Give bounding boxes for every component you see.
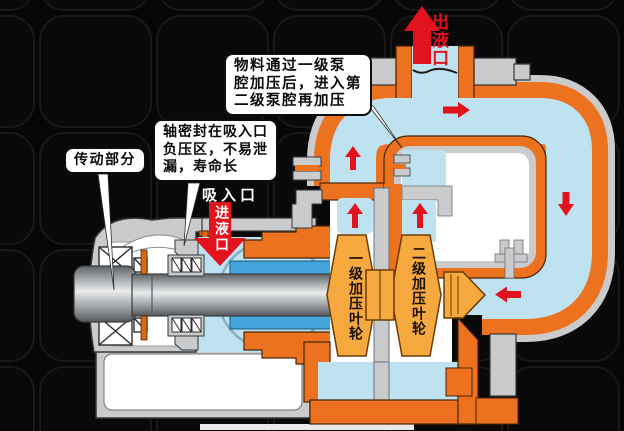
callout-line: 负压区，不易泄 [163,141,268,158]
top-channel-arrow [443,102,470,118]
suction-port-label: 吸入口 [202,186,260,204]
impeller-stage1-label: 一级加压叶轮 [347,251,363,341]
callout-line: 轴密封在吸入口 [163,124,268,140]
impellers [326,187,487,364]
impeller-stage1 [326,234,378,357]
right-channel-arrow [558,192,574,216]
callout-line: 二级泵腔再加压 [234,93,346,109]
stage2-discharge-arrow [412,203,428,228]
shaft-seal-tail [183,182,201,247]
casing-stub-flange [292,156,322,181]
flow-arrows [194,6,574,303]
callout-line: 传动部分 [74,152,136,168]
bottom-casing [303,316,519,425]
drive-section-callout: 传动部分 [64,147,146,174]
outlet-port-label: 出液口 [428,13,448,67]
callout-line: 腔加压后，进入第 [234,75,362,92]
stage1-discharge-arrow [347,203,363,228]
shaft-coupling [73,265,137,323]
return-channel-arrow [495,286,521,303]
callout-line: 漏，寿命长 [163,159,238,175]
outlet-flow-arrow [404,6,440,64]
drive-section-tail [97,173,115,291]
shaft-sleeve-top [229,260,343,275]
inlet-flow-arrow [194,202,246,266]
shaft-seal [140,249,205,341]
shaft-sleeve-bottom [229,315,343,330]
impeller-stage2-label: 二级加压叶轮 [410,246,426,336]
callout-line: 物料通过一级泵 [234,58,346,74]
pump-shaft [73,249,343,341]
left-channel-arrow [345,146,361,170]
shaft-seal-callout: 轴密封在吸入口 负压区，不易泄 漏，寿命长 [153,119,278,182]
inlet-port-label: 进液口 [213,205,229,253]
material-flow-callout: 物料通过一级泵 腔加压后，进入第 二级泵腔再加压 [224,53,372,116]
base-bracket [95,345,414,430]
inducer-cone [443,271,487,319]
